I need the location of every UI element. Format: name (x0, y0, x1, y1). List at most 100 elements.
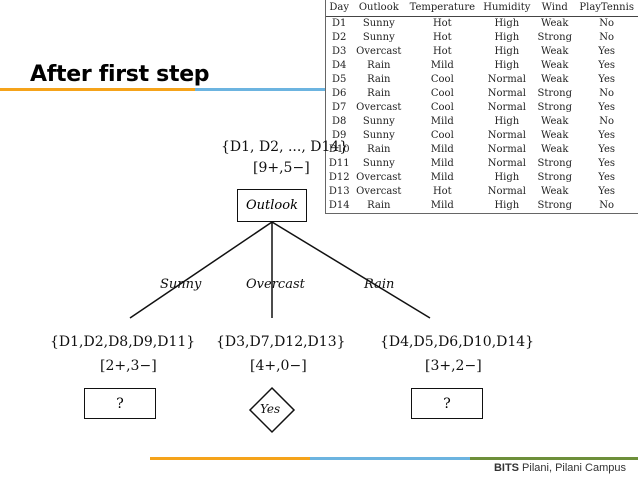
table-cell: Yes (598, 60, 616, 71)
table-cell: Mild (430, 200, 454, 211)
table-cell: High (494, 18, 520, 29)
edge-sunny (129, 221, 273, 319)
table-cell: Cool (430, 88, 454, 99)
table-cell: Weak (541, 116, 569, 127)
sunny-counts: [2+,3−] (100, 358, 157, 374)
table-cell: D6 (332, 88, 347, 99)
table-cell: Mild (430, 172, 454, 183)
table-cell: Sunny (362, 18, 395, 29)
table-row: D13 Overcast Hot Normal Weak Yes (326, 185, 638, 199)
table-cell: D3 (332, 46, 347, 57)
table-cell: Yes (598, 158, 616, 169)
table-cell: Yes (598, 186, 616, 197)
yes-leaf-diamond (248, 386, 296, 434)
table-cell: Strong (537, 32, 572, 43)
table-cell: Overcast (356, 172, 402, 183)
branch-label-rain: Rain (364, 277, 395, 292)
table-cell: Hot (432, 32, 452, 43)
table-cell: D13 (328, 186, 350, 197)
table-cell: Yes (598, 172, 616, 183)
yes-leaf-label: Yes (260, 402, 281, 416)
table-cell: Strong (537, 172, 572, 183)
table-cell: Hot (432, 186, 452, 197)
footer-rule-green (470, 457, 638, 460)
table-cell: Yes (598, 144, 616, 155)
column-header: Humidity (479, 0, 535, 17)
rain-counts: [3+,2−] (425, 358, 482, 374)
table-cell: Normal (487, 186, 526, 197)
table-row: D12 Overcast Mild High Strong Yes (326, 171, 638, 185)
column-header: Outlook (352, 0, 406, 17)
table-cell: D8 (332, 116, 347, 127)
table-cell: High (494, 172, 520, 183)
table-cell: Normal (487, 74, 526, 85)
table-cell: Sunny (362, 116, 395, 127)
table-cell: Overcast (356, 186, 402, 197)
table-cell: Strong (537, 102, 572, 113)
table-cell: Hot (432, 46, 452, 57)
footer-rule-blue (310, 457, 470, 460)
table-cell: High (494, 200, 520, 211)
table-cell: Weak (541, 60, 569, 71)
footer-brand: BITS (493, 462, 519, 474)
sunny-set: {D1,D2,D8,D9,D11} (50, 334, 196, 350)
column-header: Wind (534, 0, 576, 17)
table-cell: Yes (598, 102, 616, 113)
table-cell: High (494, 60, 520, 71)
table-cell: Cool (430, 102, 454, 113)
table-cell: No (599, 116, 615, 127)
table-cell: Normal (487, 144, 526, 155)
table-cell: Mild (430, 60, 454, 71)
table-cell: Rain (367, 200, 391, 211)
footer-text: Pilani, Pilani Campus (519, 462, 626, 474)
table-cell: Mild (430, 144, 454, 155)
table-cell: D4 (332, 60, 347, 71)
table-cell: High (494, 46, 520, 57)
table-cell: No (599, 88, 615, 99)
table-cell: D7 (332, 102, 347, 113)
table-cell: D12 (328, 172, 350, 183)
table-cell: Yes (598, 130, 616, 141)
table-cell: Sunny (362, 32, 395, 43)
table-cell: Normal (487, 88, 526, 99)
table-cell: D1 (332, 18, 347, 29)
table-cell: Overcast (356, 102, 402, 113)
table-cell: Weak (541, 46, 569, 57)
table-cell: Weak (541, 144, 569, 155)
table-cell: Normal (487, 158, 526, 169)
sunny-unknown-node: ? (84, 388, 156, 419)
table-cell: Weak (541, 74, 569, 85)
root-set: {D1, D2, ..., D14} (221, 139, 349, 155)
footer-rule-orange (150, 457, 310, 460)
table-cell: Cool (430, 74, 454, 85)
table-cell: D9 (332, 130, 347, 141)
table-cell: Yes (598, 46, 616, 57)
rain-set: {D4,D5,D6,D10,D14} (380, 334, 535, 350)
table-cell: Sunny (362, 130, 395, 141)
branch-label-overcast: Overcast (246, 277, 305, 292)
table-cell: D11 (328, 158, 350, 169)
table-cell: Overcast (356, 46, 402, 57)
rain-node-label: ? (443, 395, 451, 412)
overcast-set: {D3,D7,D12,D13} (216, 334, 346, 350)
overcast-counts: [4+,0−] (250, 358, 307, 374)
table-header-row: Day Outlook Temperature Humidity Wind Pl… (326, 0, 638, 17)
title-underline-blue (195, 88, 325, 91)
table-cell: No (599, 200, 615, 211)
title-underline-orange (0, 88, 195, 91)
table-cell: Weak (541, 186, 569, 197)
table-cell: Weak (541, 130, 569, 141)
table-cell: Strong (537, 200, 572, 211)
table-cell: Strong (537, 158, 572, 169)
